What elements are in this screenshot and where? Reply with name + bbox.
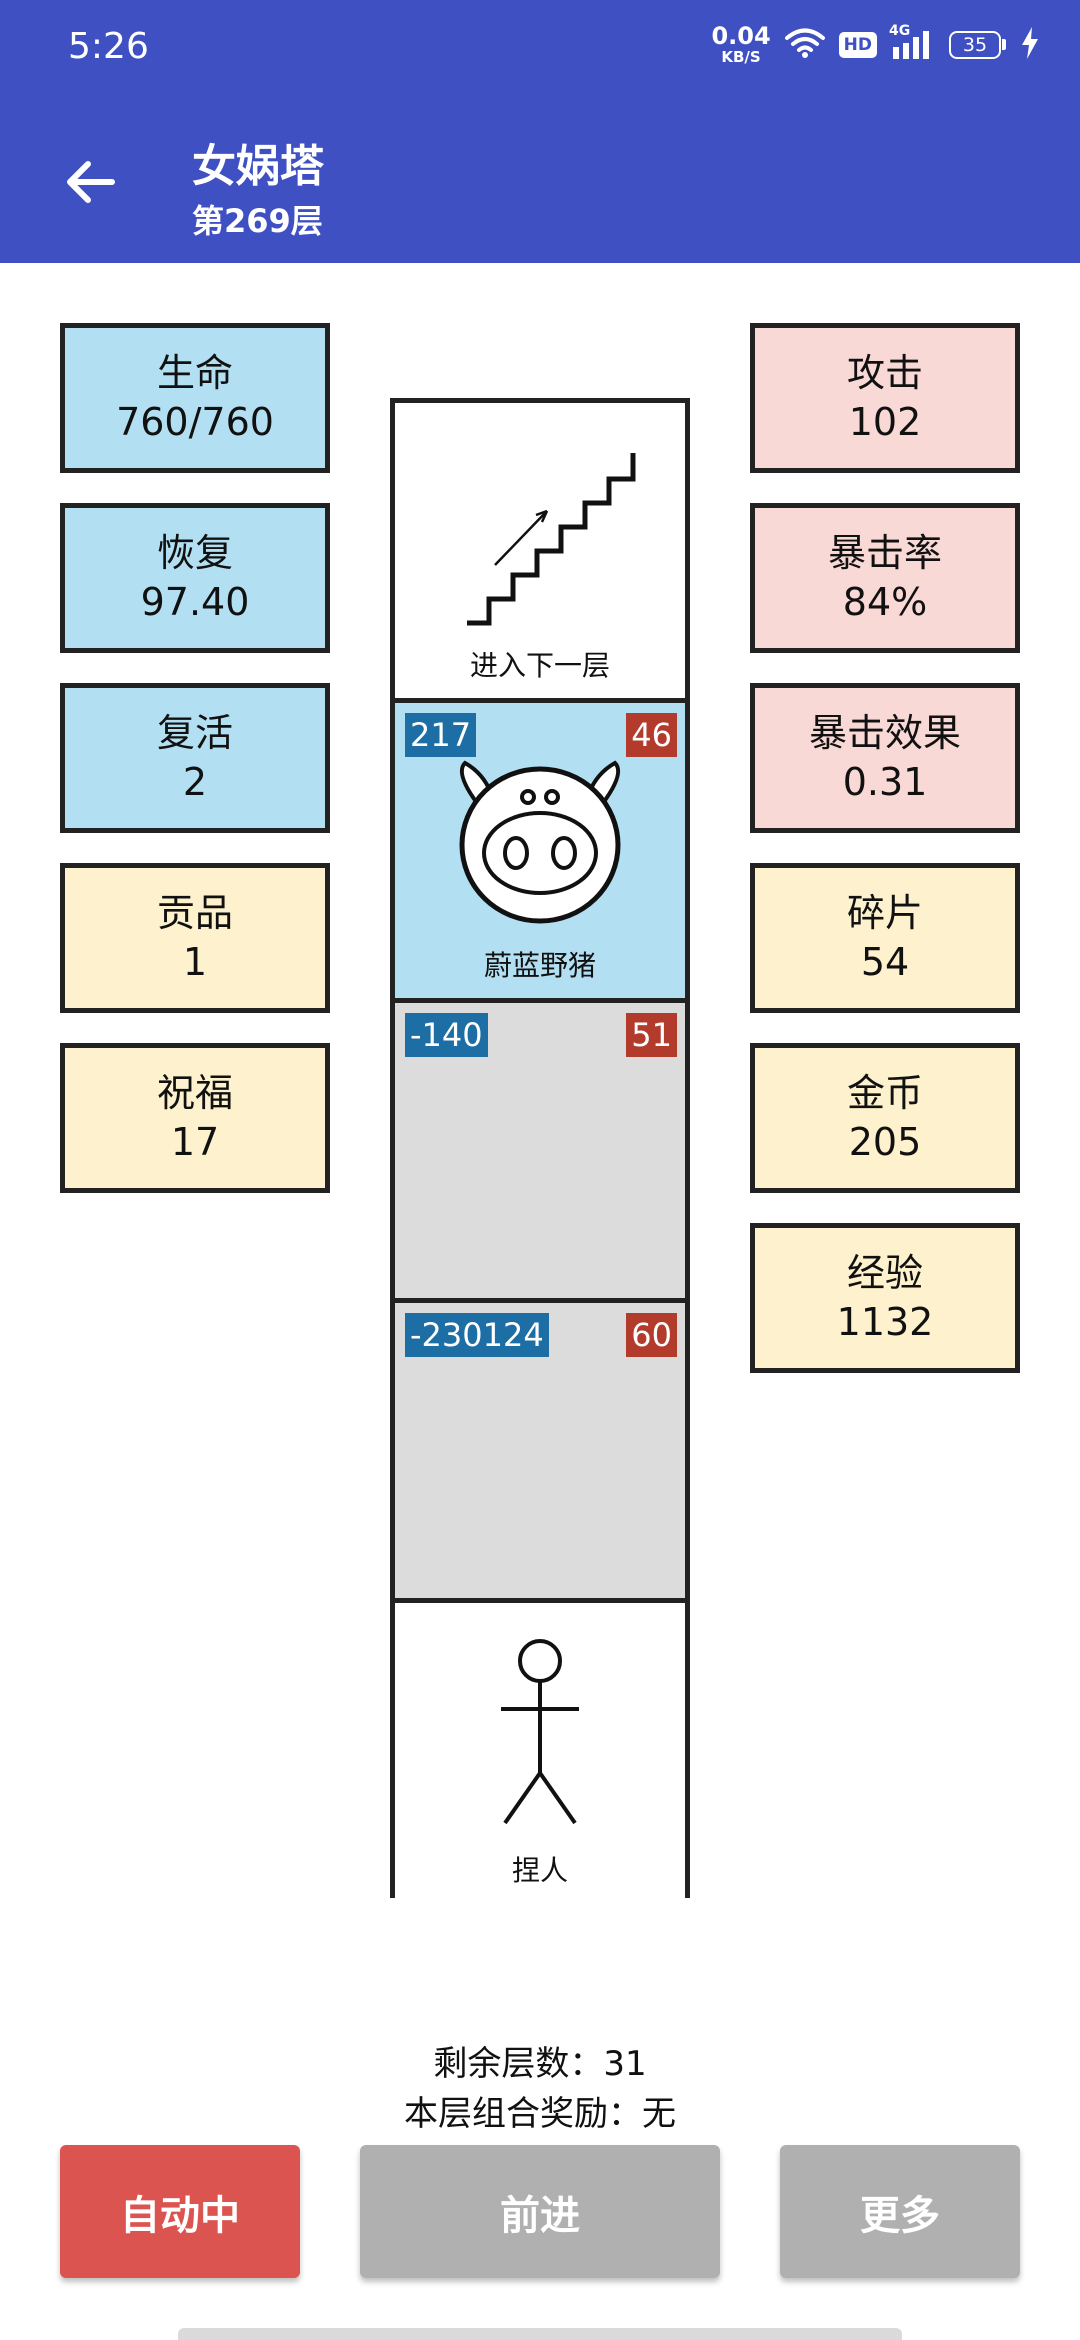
home-indicator[interactable] bbox=[178, 2328, 902, 2340]
stat-value: 0.31 bbox=[842, 760, 928, 804]
stat-revive: 复活 2 bbox=[60, 683, 330, 833]
tower-cell-stairs[interactable]: 进入下一层 bbox=[395, 403, 685, 703]
enemy-name: 蔚蓝野猪 bbox=[483, 949, 596, 982]
stat-regen: 恢复 97.40 bbox=[60, 503, 330, 653]
stat-label: 贡品 bbox=[156, 890, 233, 935]
enemy-hp-badge: 217 bbox=[405, 713, 477, 757]
tower-cell-empty[interactable]: -140 51 bbox=[395, 1003, 685, 1303]
back-button[interactable] bbox=[58, 150, 122, 214]
floor-combo-reward: 本层组合奖励：无 bbox=[404, 2094, 676, 2134]
remaining-floors: 剩余层数：31 bbox=[433, 2044, 647, 2084]
tower-cell-enemy[interactable]: 217 46 蔚蓝野猪 bbox=[395, 703, 685, 1003]
stat-value: 17 bbox=[170, 1120, 220, 1164]
network-speed-unit: KB/S bbox=[721, 48, 761, 66]
stat-value: 1 bbox=[182, 940, 208, 984]
stat-label: 祝福 bbox=[156, 1070, 233, 1115]
cell-left-badge: -230124 bbox=[405, 1313, 549, 1357]
cell-right-badge: 60 bbox=[626, 1313, 677, 1357]
tower-cell-player[interactable]: 捏人 bbox=[395, 1603, 685, 1903]
stat-attack: 攻击 102 bbox=[750, 323, 1020, 473]
cell-left-badge: -140 bbox=[405, 1013, 488, 1057]
arrow-left-icon bbox=[67, 161, 115, 203]
stat-value: 84% bbox=[842, 580, 928, 624]
forward-button[interactable]: 前进 bbox=[360, 2145, 720, 2278]
app-bar: 5:26 0.04 KB/S HD 4G 35 bbox=[0, 0, 1080, 263]
stat-crit-effect: 暴击效果 0.31 bbox=[750, 683, 1020, 833]
stat-label: 暴击效果 bbox=[808, 710, 961, 755]
stat-value: 205 bbox=[848, 1120, 922, 1164]
stat-gold: 金币 205 bbox=[750, 1043, 1020, 1193]
tower-column: 进入下一层 217 46 蔚蓝野猪 -140 51 -230124 60 bbox=[390, 398, 690, 1903]
stat-value: 102 bbox=[848, 400, 922, 444]
stat-value: 2 bbox=[182, 760, 208, 804]
more-button[interactable]: 更多 bbox=[780, 2145, 1020, 2278]
stairs-up-icon bbox=[467, 453, 636, 626]
hd-badge: HD bbox=[838, 31, 877, 58]
auto-button[interactable]: 自动中 bbox=[60, 2145, 300, 2278]
network-speed: 0.04 KB/S bbox=[711, 24, 770, 65]
wifi-icon bbox=[784, 27, 825, 63]
stat-label: 复活 bbox=[156, 710, 233, 755]
stat-blessing: 祝福 17 bbox=[60, 1043, 330, 1193]
stat-label: 攻击 bbox=[846, 350, 923, 395]
stat-label: 金币 bbox=[846, 1070, 923, 1115]
stat-value: 1132 bbox=[836, 1300, 934, 1344]
stat-value: 54 bbox=[860, 940, 910, 984]
player-label: 捏人 bbox=[511, 1854, 568, 1887]
battery-icon: 35 bbox=[949, 30, 1006, 59]
charging-bolt-icon bbox=[1020, 26, 1040, 63]
stat-label: 生命 bbox=[156, 350, 233, 395]
battery-level: 35 bbox=[949, 30, 1001, 59]
stat-label: 经验 bbox=[846, 1250, 923, 1295]
network-speed-value: 0.04 bbox=[711, 22, 771, 50]
stairs-label: 进入下一层 bbox=[469, 649, 610, 682]
stat-experience: 经验 1132 bbox=[750, 1223, 1020, 1373]
stat-tribute: 贡品 1 bbox=[60, 863, 330, 1013]
tower-cell-empty[interactable]: -230124 60 bbox=[395, 1303, 685, 1603]
floor-subtitle: 第269层 bbox=[192, 202, 323, 240]
stat-crit-rate: 暴击率 84% bbox=[750, 503, 1020, 653]
signal-icon: 4G bbox=[889, 23, 935, 61]
pig-icon bbox=[459, 760, 621, 924]
stat-value: 97.40 bbox=[140, 580, 250, 624]
stat-hp: 生命 760/760 bbox=[60, 323, 330, 473]
network-type-label: 4G bbox=[889, 22, 911, 39]
stat-label: 恢复 bbox=[156, 530, 233, 575]
cell-right-badge: 51 bbox=[626, 1013, 677, 1057]
stat-label: 碎片 bbox=[846, 890, 923, 935]
enemy-attack-badge: 46 bbox=[626, 713, 677, 757]
status-time: 5:26 bbox=[68, 26, 149, 67]
status-icons: 0.04 KB/S HD 4G 35 bbox=[711, 23, 1040, 65]
stat-fragments: 碎片 54 bbox=[750, 863, 1020, 1013]
page-title: 女娲塔 bbox=[192, 141, 324, 192]
stat-label: 暴击率 bbox=[827, 530, 942, 575]
stick-figure-icon bbox=[501, 1639, 579, 1825]
stat-value: 760/760 bbox=[116, 400, 274, 444]
